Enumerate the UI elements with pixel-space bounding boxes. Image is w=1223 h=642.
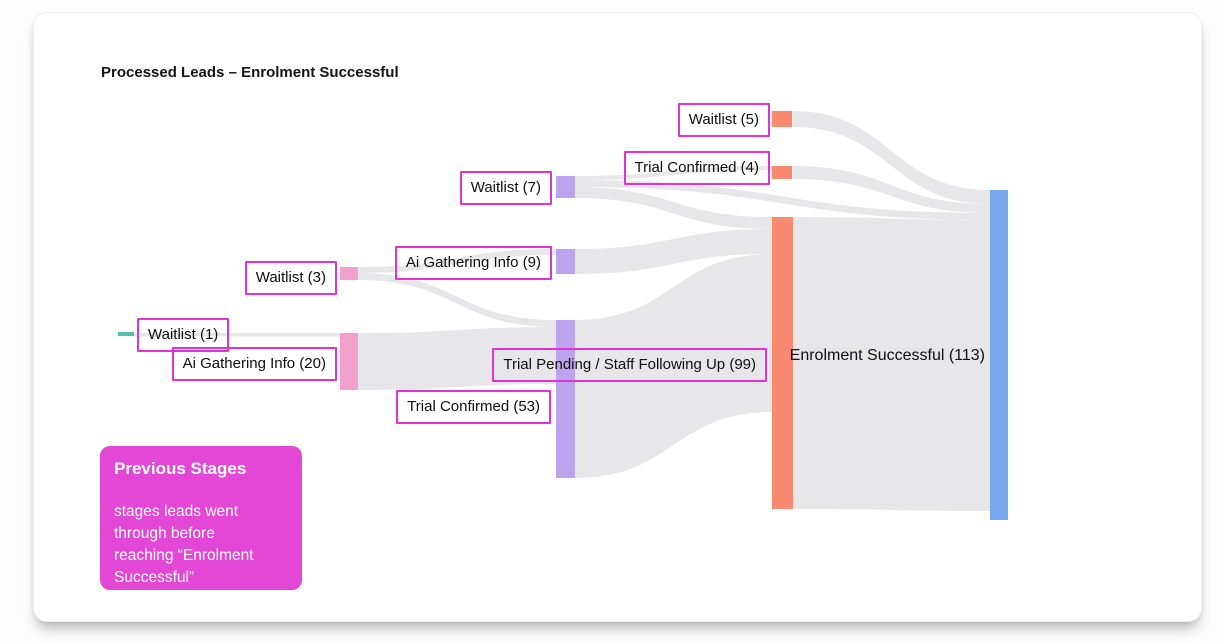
chart-title: Processed Leads – Enrolment Successful	[101, 64, 399, 81]
sankey-node-waitlist-3[interactable]	[340, 267, 358, 280]
node-label-waitlist-5: Waitlist (5)	[677, 103, 770, 137]
sankey-link-agi-20-to-tc-53	[358, 327, 556, 390]
sankey-node-waitlist-1[interactable]	[118, 332, 134, 336]
sankey-node-tc-53[interactable]	[556, 320, 575, 478]
sankey-link-waitlist-7-to-enrolment	[575, 180, 990, 220]
node-label-tp-99: Trial Pending / Staff Following Up (99)	[492, 348, 767, 382]
sankey-link-waitlist-3-to-tc-53	[358, 273, 556, 327]
sankey-node-tc-4[interactable]	[772, 166, 792, 179]
sankey-node-enrolment[interactable]	[990, 190, 1008, 520]
sankey-link-agi-9-to-tp-99	[575, 229, 772, 274]
sankey-node-agi-9[interactable]	[556, 249, 575, 274]
sankey-node-agi-20[interactable]	[340, 333, 358, 390]
node-label-agi-9: Ai Gathering Info (9)	[394, 246, 552, 280]
sankey-link-waitlist-1-to-agi-20	[134, 333, 340, 337]
annotation-body: stages leads went through before reachin…	[114, 503, 254, 586]
node-label-enrolment: Enrolment Successful (113)	[789, 347, 985, 364]
sankey-link-tc-4-to-enrolment	[792, 166, 990, 213]
sankey-link-tp-99-to-enrolment	[793, 217, 990, 511]
node-label-waitlist-7: Waitlist (7)	[459, 171, 552, 205]
sankey-node-waitlist-5[interactable]	[772, 111, 792, 127]
sankey-node-waitlist-7[interactable]	[556, 176, 575, 198]
node-label-waitlist-3: Waitlist (3)	[244, 261, 337, 295]
annotation-previous-stages: Previous Stages stages leads went throug…	[100, 446, 302, 590]
sankey-link-waitlist-5-to-enrolment	[792, 111, 990, 204]
node-label-waitlist-1: Waitlist (1)	[137, 318, 230, 352]
annotation-title: Previous Stages	[114, 459, 247, 478]
node-label-tc-4: Trial Confirmed (4)	[623, 151, 770, 185]
node-label-agi-20: Ai Gathering Info (20)	[171, 347, 337, 381]
sankey-link-tc-53-to-tp-99	[575, 254, 772, 478]
sankey-node-tp-99[interactable]	[772, 217, 793, 509]
sankey-link-waitlist-7-to-tp-99	[575, 187, 772, 229]
node-label-tc-53: Trial Confirmed (53)	[396, 390, 551, 424]
sankey-link-waitlist-3-to-agi-9	[358, 249, 556, 273]
